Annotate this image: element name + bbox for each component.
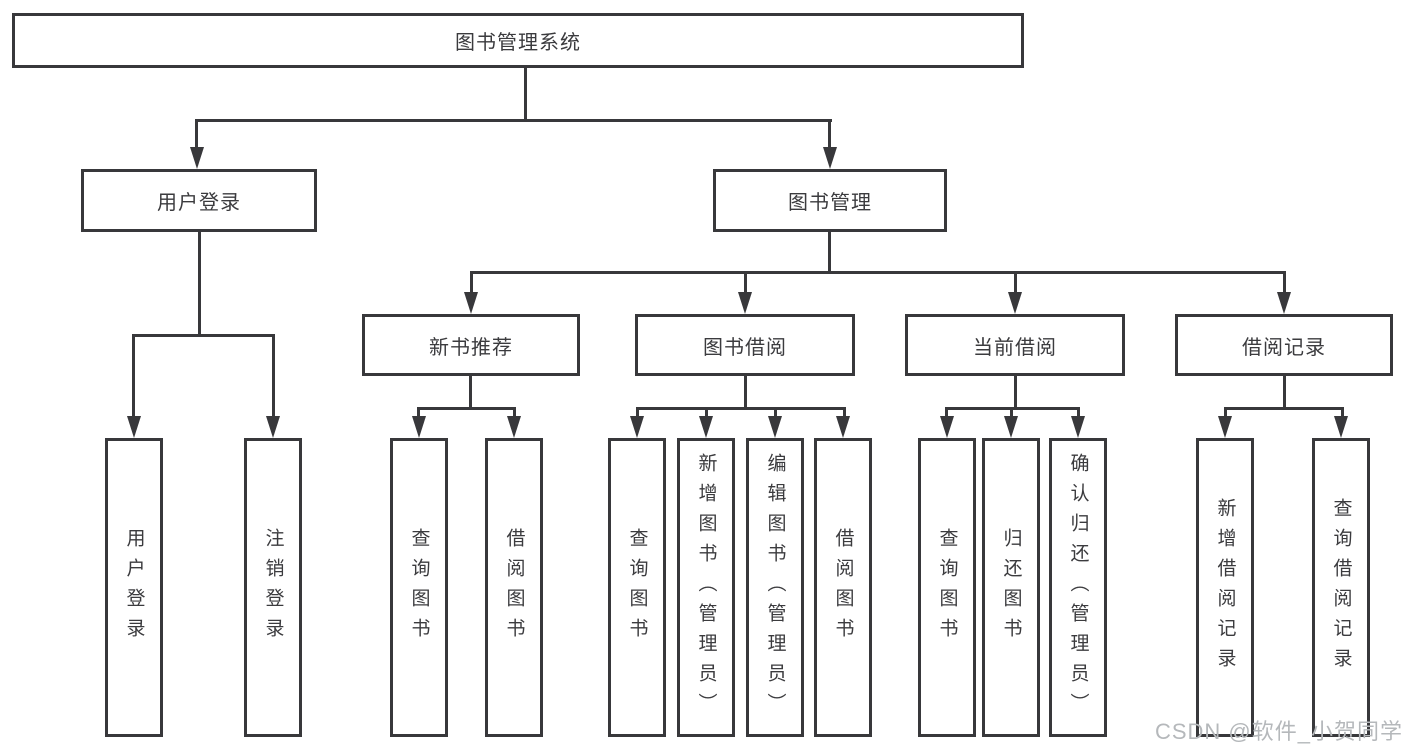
connector-stem — [843, 407, 846, 418]
connector-root-trunk — [524, 68, 527, 121]
arrow-down-icon — [1334, 416, 1348, 438]
connector-book-mgmt-branch — [470, 271, 1286, 274]
leaf-nb-query-books: 查询图书 — [390, 438, 448, 737]
connector-stem — [744, 271, 747, 294]
node-book-management: 图书管理 — [713, 169, 947, 232]
connector-stem — [1014, 271, 1017, 294]
connector-stem — [1224, 407, 1227, 418]
connector-stem — [705, 407, 708, 418]
arrow-down-icon — [823, 147, 837, 169]
leaf-logout: 注销登录 — [244, 438, 302, 737]
connector-stem — [1010, 407, 1013, 418]
connector-stem — [470, 271, 473, 294]
arrow-down-icon — [940, 416, 954, 438]
node-borrowing-records: 借阅记录 — [1175, 314, 1393, 376]
arrow-down-icon — [768, 416, 782, 438]
leaf-cb-return-books: 归还图书 — [982, 438, 1040, 737]
connector-root-branch — [195, 119, 832, 122]
arrow-down-icon — [699, 416, 713, 438]
arrow-down-icon — [464, 292, 478, 314]
connector-stem — [945, 407, 948, 418]
arrow-down-icon — [1218, 416, 1232, 438]
leaf-bb-edit-books-admin: 编辑图书（管理员） — [746, 438, 804, 737]
node-new-book-recommendation: 新书推荐 — [362, 314, 580, 376]
connector-stem — [828, 119, 831, 149]
arrow-down-icon — [127, 416, 141, 438]
node-current-borrowing: 当前借阅 — [905, 314, 1125, 376]
connector-stem — [513, 407, 516, 418]
leaf-rec-add-record: 新增借阅记录 — [1196, 438, 1254, 737]
leaf-nb-borrow-books: 借阅图书 — [485, 438, 543, 737]
connector-new-books-trunk — [469, 376, 472, 410]
connector-book-borrow-trunk — [744, 376, 747, 410]
connector-new-books-branch — [417, 407, 516, 410]
csdn-watermark: CSDN @软件_小贺同学 — [1154, 719, 1403, 744]
connector-stem — [774, 407, 777, 418]
leaf-bb-borrow-books: 借阅图书 — [814, 438, 872, 737]
node-user-login: 用户登录 — [81, 169, 317, 232]
arrow-down-icon — [266, 416, 280, 438]
arrow-down-icon — [1004, 416, 1018, 438]
connector-stem — [1283, 271, 1286, 294]
connector-stem — [132, 334, 135, 418]
leaf-user-login: 用户登录 — [105, 438, 163, 737]
connector-book-borrow-branch — [636, 407, 846, 410]
connector-stem — [195, 119, 198, 149]
node-book-borrowing: 图书借阅 — [635, 314, 855, 376]
connector-book-mgmt-trunk — [828, 232, 831, 274]
connector-stem — [417, 407, 420, 418]
arrow-down-icon — [738, 292, 752, 314]
connector-stem — [1341, 407, 1344, 418]
arrow-down-icon — [190, 147, 204, 169]
arrow-down-icon — [1277, 292, 1291, 314]
connector-current-borrow-trunk — [1014, 376, 1017, 410]
arrow-down-icon — [1008, 292, 1022, 314]
arrow-down-icon — [1071, 416, 1085, 438]
connector-user-login-trunk — [198, 232, 201, 337]
connector-records-trunk — [1283, 376, 1286, 410]
arrow-down-icon — [507, 416, 521, 438]
leaf-cb-confirm-return-admin: 确认归还（管理员） — [1049, 438, 1107, 737]
node-library-management-system: 图书管理系统 — [12, 13, 1024, 68]
connector-records-branch — [1224, 407, 1344, 410]
connector-stem — [636, 407, 639, 418]
leaf-rec-query-record: 查询借阅记录 — [1312, 438, 1370, 737]
connector-user-login-branch — [132, 334, 275, 337]
arrow-down-icon — [412, 416, 426, 438]
connector-stem — [1077, 407, 1080, 418]
leaf-bb-add-books-admin: 新增图书（管理员） — [677, 438, 735, 737]
leaf-cb-query-books: 查询图书 — [918, 438, 976, 737]
connector-stem — [272, 334, 275, 418]
arrow-down-icon — [630, 416, 644, 438]
arrow-down-icon — [836, 416, 850, 438]
leaf-bb-query-books: 查询图书 — [608, 438, 666, 737]
